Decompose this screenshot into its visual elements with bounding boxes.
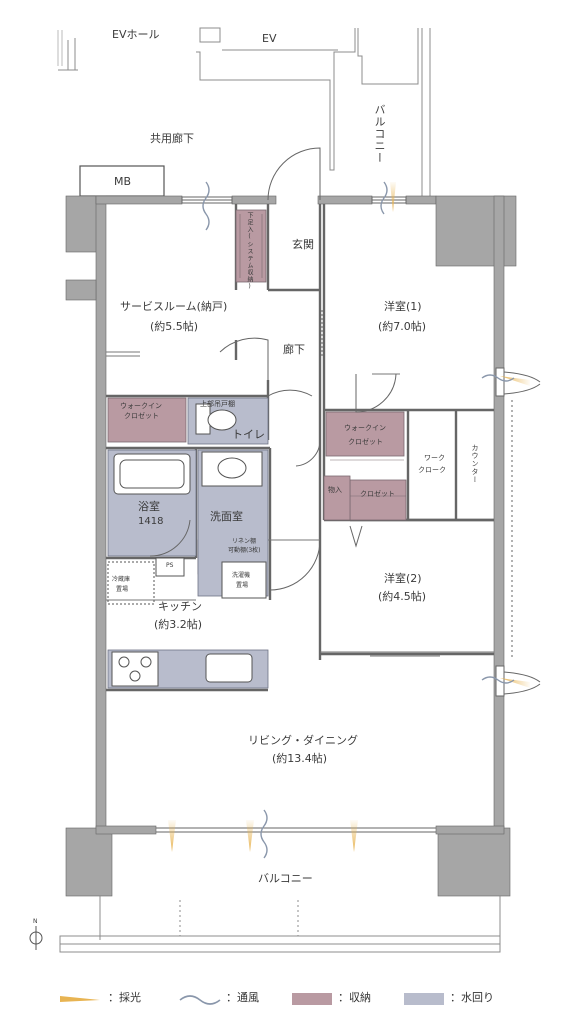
daylight-icon [60, 996, 100, 1002]
washroom-label: 洗面室 [210, 510, 243, 523]
ev-hall-area [58, 27, 431, 200]
toilet-label: トイレ [232, 428, 265, 441]
legend-ventilation: ：通風 [226, 991, 259, 1004]
outer-walls [65, 195, 517, 897]
bottom-windows [156, 827, 436, 833]
counter-label: カウンター [471, 444, 479, 484]
walkin-closet-left-line1: ウォークイン [120, 402, 162, 410]
storage-areas [107, 209, 407, 575]
bath-name: 浴室 [138, 500, 160, 513]
western-room-2-size: (約4.5帖) [378, 590, 427, 603]
mb-label: MB [114, 175, 132, 188]
linen-shelf-line1: リネン棚 [232, 538, 257, 545]
ventilation-icon [179, 995, 221, 1005]
closet-label: クロゼット [360, 490, 395, 498]
shoebox-label: 下足入(システム収納) [246, 212, 253, 291]
balcony-bottom [59, 896, 501, 953]
ev-hall-railing [57, 30, 63, 66]
walkin-closet-right-line2: クロゼット [348, 438, 383, 446]
fridge-line1: 冷蔵庫 [112, 576, 131, 583]
western-room-1-name: 洋室(1) [384, 300, 422, 313]
living-dining-name: リビング・ダイニング [248, 734, 358, 747]
top-windows [181, 196, 407, 204]
thin-walls [106, 351, 400, 601]
service-room-name: サービスルーム(納戸) [120, 300, 228, 313]
western-room-2-name: 洋室(2) [384, 572, 422, 585]
bath-size: 1418 [138, 516, 164, 527]
legend-water: ：水回り [450, 991, 494, 1004]
door-swings [149, 147, 397, 591]
north-label: N [33, 918, 38, 925]
work-cloak-line1: ワーク [424, 454, 445, 462]
kitchen-name: キッチン [158, 600, 202, 613]
fridge-line2: 置場 [116, 586, 129, 593]
daylight-markers [168, 182, 530, 852]
living-dining-size: (約13.4帖) [272, 752, 328, 765]
walkin-closet-right-line1: ウォークイン [344, 424, 386, 432]
sliding-doors [320, 310, 494, 657]
entrance-label: 玄関 [292, 238, 314, 251]
walkin-closet-left-line2: クロゼット [124, 412, 159, 420]
ev-label: EV [262, 32, 277, 45]
service-room-size: (約5.5帖) [150, 320, 199, 333]
washer-line2: 置場 [236, 582, 249, 589]
washer-line1: 洗濯機 [232, 572, 251, 579]
corridor-label: 廊下 [283, 343, 305, 356]
ev-hall-label: EVホール [112, 28, 160, 41]
upper-cabinet-label: 上部吊戸棚 [200, 400, 235, 408]
north-arrow [29, 926, 43, 950]
storage-hatching [239, 214, 406, 497]
legend-daylight: ：採光 [108, 991, 141, 1004]
linen-shelf-line2: 可動棚(3枚) [228, 547, 261, 554]
work-cloak-line2: クローク [418, 466, 446, 474]
ventilation-markers [202, 181, 515, 859]
fixtures [107, 403, 267, 687]
balcony-bottom-label: バルコニー [258, 872, 313, 885]
mb-box [79, 165, 165, 197]
common-corridor-label: 共用廊下 [150, 132, 194, 145]
kitchen-size: (約3.2帖) [154, 618, 203, 631]
legend-symbols [60, 993, 444, 1005]
storage-label: 物入 [328, 486, 342, 494]
balcony-top-label: バルコニー [373, 104, 386, 164]
storage-swatch-icon [292, 993, 332, 1005]
western-room-1-size: (約7.0帖) [378, 320, 427, 333]
water-swatch-icon [404, 993, 444, 1005]
legend-storage: ：収納 [338, 991, 371, 1004]
ps-label: PS [166, 562, 174, 569]
